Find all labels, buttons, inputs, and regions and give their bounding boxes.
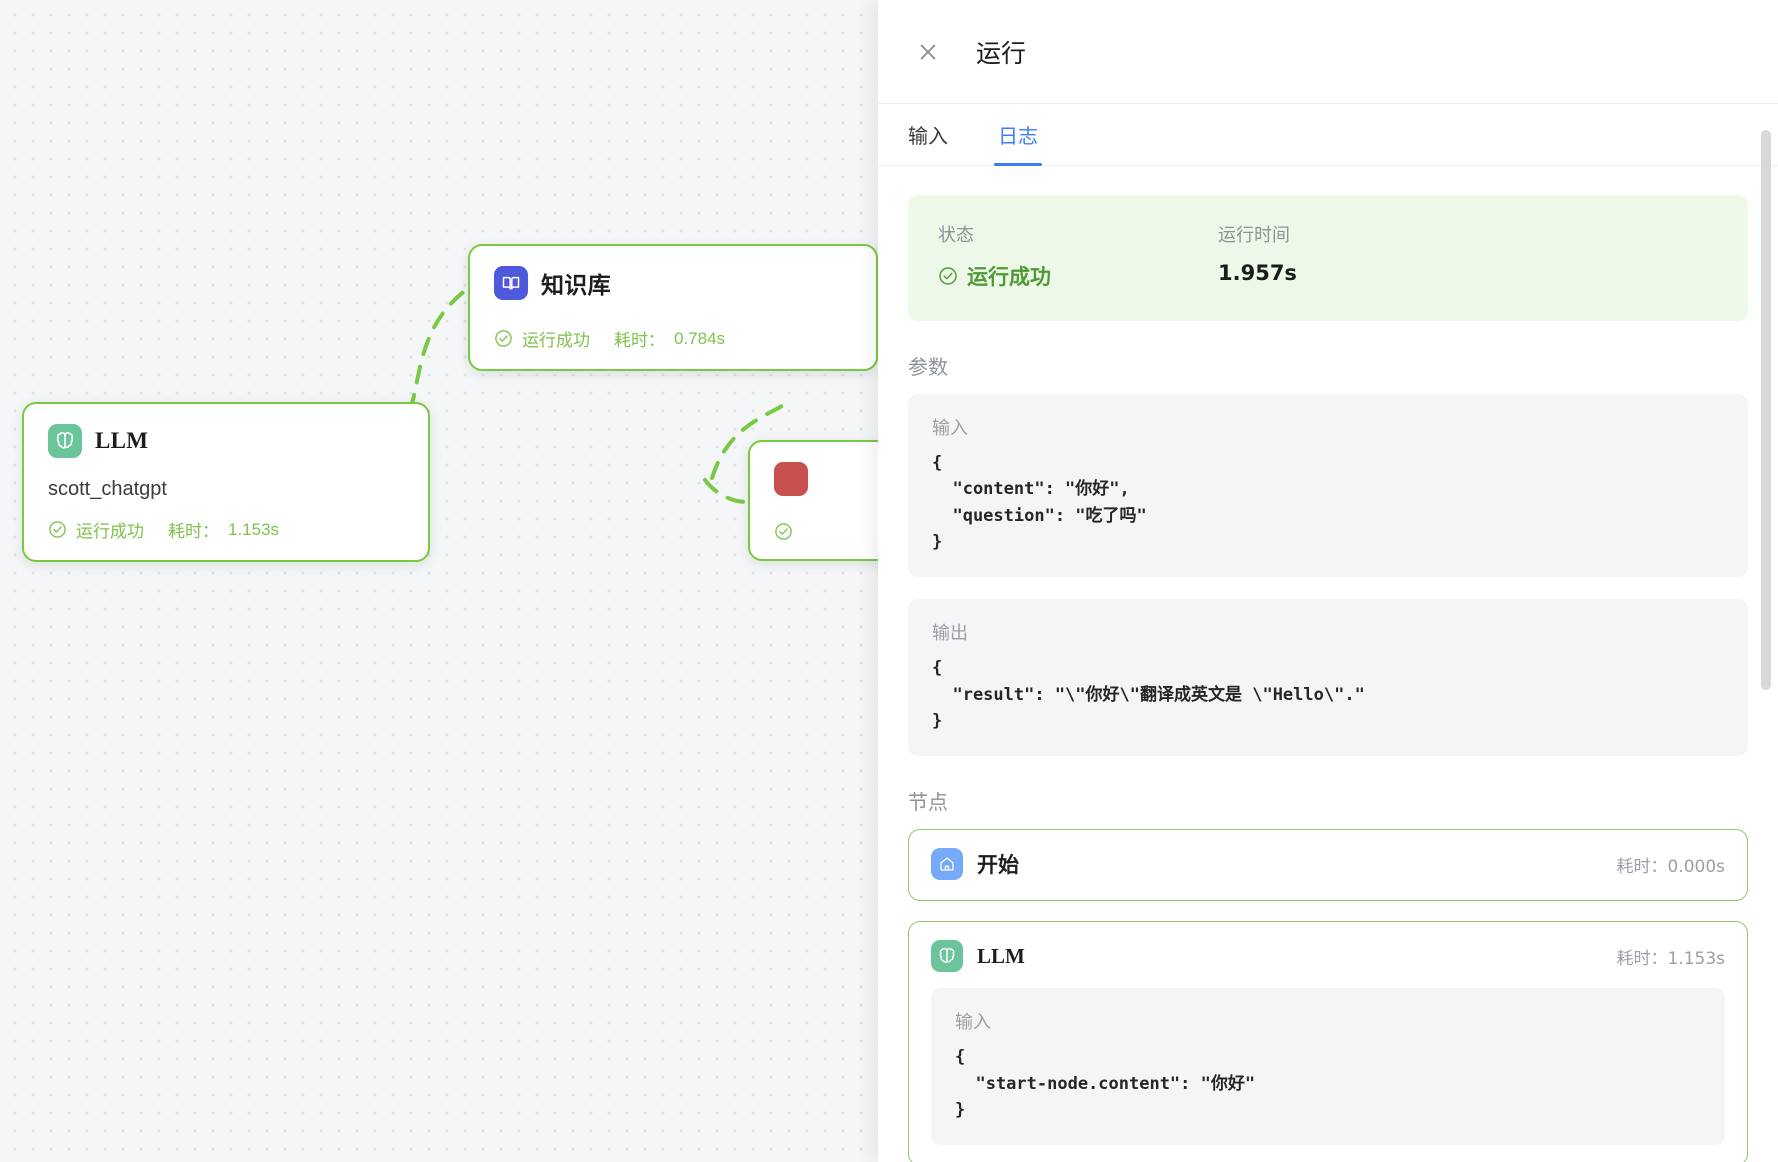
book-icon [494,266,528,300]
log-node-llm[interactable]: LLM 耗时：1.153s 输入 { "start-node.content":… [908,921,1748,1162]
summary-status-column: 状态 运行成功 [938,221,1218,291]
log-node-duration-label: 耗时： [1616,856,1668,877]
canvas-node-duration-label: 耗时： [168,522,219,541]
log-node-header: 开始 耗时：0.000s [931,848,1725,881]
log-node-name: 开始 [977,853,1019,878]
params-output-label: 输出 [932,623,968,645]
canvas-node-header: LLM [48,424,404,458]
canvas-node-status-text: 运行成功 [522,331,590,350]
log-node-duration: 耗时：1.153s [1616,944,1725,969]
log-node-input-label: 输入 [955,1012,991,1034]
edge-kb-to-red-tail [703,478,754,504]
canvas-node-knowledge-base[interactable]: 知识库 运行成功 耗时： 0.784s [468,244,878,371]
canvas-node-status: 运行成功 耗时： 1.153s [48,517,404,542]
page-title: 运行 [976,38,1027,68]
panel-body[interactable]: 状态 运行成功 运行时间 1.957s 参数 输入 { "content": "… [878,167,1778,1162]
unknown-icon [774,462,808,496]
canvas-node-title: 知识库 [541,273,611,298]
params-input-code: { "content": "你好", "question": "吃了吗" } [932,453,1147,553]
home-icon [931,848,963,881]
summary-status-label: 状态 [938,225,974,246]
log-node-duration-label: 耗时： [1616,948,1668,969]
run-detail-panel: 运行 输入 日志 状态 运行成功 运行时间 1.957s 参数 输入 [878,0,1778,1162]
params-output-card: 输出 { "result": "\"你好\"翻译成英文是 \"Hello\"."… [908,599,1748,757]
log-node-duration-value: 0.000s [1667,856,1725,877]
log-node-header: LLM 耗时：1.153s [931,940,1725,973]
panel-header: 运行 [878,0,1778,104]
canvas-node-duration-label: 耗时： [614,331,665,350]
canvas-node-subtitle: scott_chatgpt [48,478,167,500]
summary-time-value: 1.957s [1218,261,1297,285]
canvas-node-partial[interactable] [748,440,878,561]
log-node-input-card: 输入 { "start-node.content": "你好" } [931,988,1725,1146]
nodes-section-label: 节点 [908,790,948,815]
log-node-duration-value: 1.153s [1667,948,1725,969]
workflow-edges [388,288,792,504]
canvas-node-header [774,462,878,496]
log-node-input-code: { "start-node.content": "你好" } [955,1047,1256,1121]
canvas-node-status [774,522,878,541]
log-node-duration: 耗时：0.000s [1616,852,1725,877]
params-input-card: 输入 { "content": "你好", "question": "吃了吗" … [908,394,1748,578]
canvas-node-title: LLM [95,428,149,453]
close-icon[interactable] [908,32,948,72]
canvas-node-llm[interactable]: LLM scott_chatgpt 运行成功 耗时： 1.153s [22,402,430,562]
brain-icon [931,940,963,973]
canvas-node-status-text: 运行成功 [76,522,144,541]
check-circle-icon [775,523,792,540]
check-circle-icon [495,330,512,347]
panel-scrollbar-thumb[interactable] [1761,130,1771,690]
status-badge: 运行成功 [938,261,1218,291]
check-circle-icon [49,521,66,538]
log-node-name: LLM [977,943,1025,968]
summary-time-column: 运行时间 1.957s [1218,221,1498,291]
tab-logs[interactable]: 日志 [994,104,1042,166]
check-circle-icon [939,267,957,285]
canvas-node-duration: 0.784s [674,328,726,348]
brain-icon [48,424,82,458]
log-node-body: 输入 { "start-node.content": "你好" } [931,988,1725,1146]
workflow-canvas[interactable]: LLM scott_chatgpt 运行成功 耗时： 1.153s 知识库 [0,0,878,1162]
params-section-label: 参数 [908,355,948,379]
log-node-start[interactable]: 开始 耗时：0.000s [908,829,1748,902]
summary-time-label: 运行时间 [1218,225,1290,246]
summary-status-value: 运行成功 [967,265,1051,289]
params-output-code: { "result": "\"你好\"翻译成英文是 \"Hello\"." } [932,658,1365,732]
run-summary-card: 状态 运行成功 运行时间 1.957s [908,195,1748,321]
params-input-label: 输入 [932,418,968,439]
tab-input[interactable]: 输入 [908,124,948,148]
canvas-node-header: 知识库 [494,266,852,300]
canvas-node-duration: 1.153s [228,519,280,539]
canvas-node-status: 运行成功 耗时： 0.784s [494,326,852,351]
panel-tabs: 输入 日志 [878,104,1778,166]
